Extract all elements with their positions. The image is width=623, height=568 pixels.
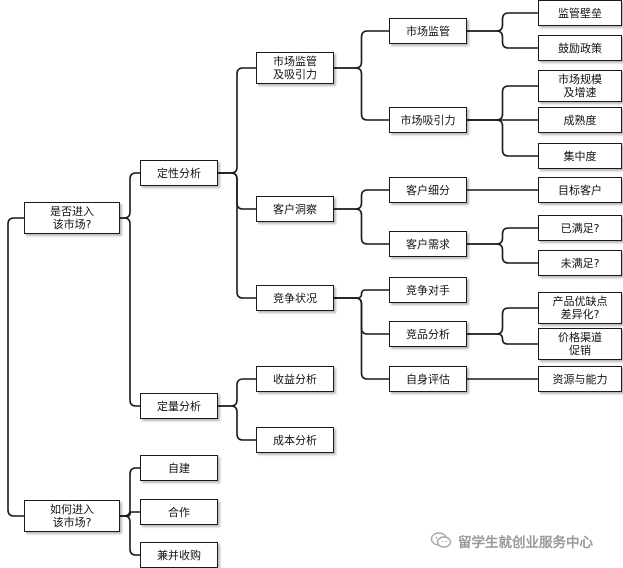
node-barrier: 监管壁垒 [538,0,622,26]
node-cooperate: 合作 [140,499,218,525]
watermark-text: 留学生就创业服务中心 [458,535,593,551]
edge-product-analysis-pros-cons [467,307,538,335]
node-qualitative: 定性分析 [140,160,218,186]
edge-entry-qualitative [120,172,140,219]
node-mkt-attr: 市场吸引力 [389,107,467,133]
node-maturity: 成熟度 [538,107,622,133]
node-cust-seg: 客户细分 [389,177,467,203]
edge-competition-competitor [334,289,389,299]
edge-how-enter-cooperate [120,511,140,517]
node-cost: 成本分析 [256,427,334,453]
edge-root-spine [7,217,24,517]
node-mkt-reg-attr: 市场监管 及吸引力 [256,52,334,84]
node-unsatisfied: 未满足? [538,250,622,276]
node-customer-insight: 客户洞察 [256,196,334,222]
node-mkt-reg: 市场监管 [389,18,467,44]
node-how-enter: 如何进入 该市场? [24,500,120,532]
edge-entry-quantitative [120,217,140,407]
edge-qualitative-mkt-reg-attr [218,67,256,174]
edge-mkt-attr-scale [467,85,538,121]
edge-quantitative-cost [218,405,256,441]
edge-customer-insight-cust-need [334,208,389,245]
edge-mkt-reg-barrier [467,12,538,32]
node-satisfied: 已满足? [538,215,622,241]
edge-mkt-reg-attr-mkt-reg [334,30,389,69]
node-build: 自建 [140,455,218,481]
edge-quantitative-revenue [218,378,256,407]
node-self-eval: 自身评估 [389,366,467,392]
node-policy: 鼓励政策 [538,35,622,61]
node-resources: 资源与能力 [538,366,622,392]
edge-cust-need-satisfied [467,227,538,245]
edge-mkt-attr-concentration [467,119,538,157]
edge-how-enter-build [120,467,140,517]
node-entry: 是否进入 该市场? [24,202,120,234]
node-revenue: 收益分析 [256,366,334,392]
node-competitor: 竞争对手 [389,277,467,303]
node-competition: 竞争状况 [256,285,334,311]
node-scale: 市场规模 及增速 [538,70,622,102]
node-price-channel: 价格渠道 促销 [538,328,622,360]
edge-mkt-reg-attr-mkt-attr [334,67,389,121]
edge-qualitative-competition [218,172,256,299]
node-pros-cons: 产品优缺点 差异化? [538,292,622,324]
edge-mkt-reg-policy [467,30,538,49]
node-acquire: 兼并收购 [140,542,218,568]
edge-product-analysis-price-channel [467,333,538,345]
node-cust-need: 客户需求 [389,231,467,257]
node-concentration: 集中度 [538,143,622,169]
node-product-analysis: 竞品分析 [389,321,467,347]
edge-competition-self-eval [334,297,389,380]
node-quantitative: 定量分析 [140,393,218,419]
edge-how-enter-acquire [120,515,140,556]
wechat-icon [430,532,452,548]
node-target: 目标客户 [538,177,622,203]
edge-cust-need-unsatisfied [467,243,538,264]
edge-customer-insight-cust-seg [334,189,389,210]
